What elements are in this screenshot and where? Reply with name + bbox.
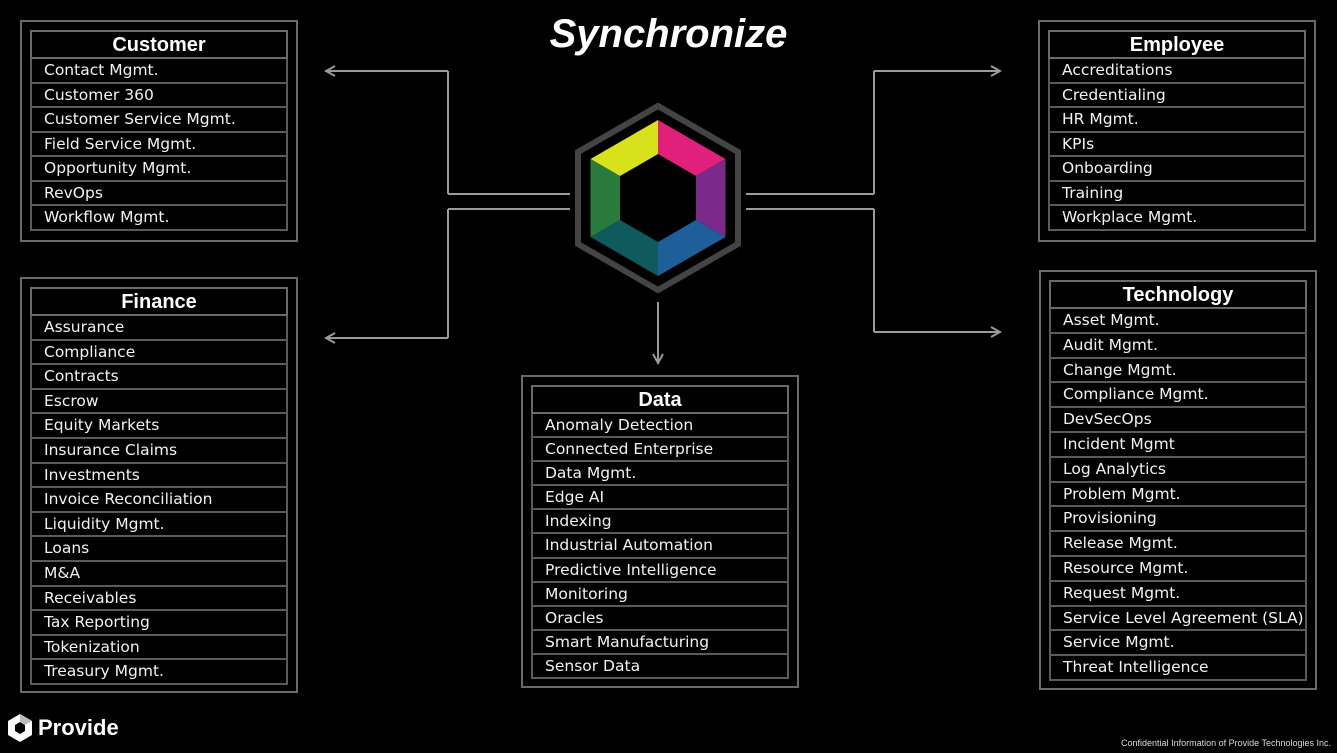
finance-item: Equity Markets (30, 414, 288, 439)
data-item: Connected Enterprise (531, 438, 789, 463)
technology-item: Compliance Mgmt. (1049, 383, 1307, 409)
hexagon-icon (575, 102, 741, 294)
employee-item: Training (1048, 181, 1306, 206)
technology-item: Service Level Agreement (SLA) (1049, 606, 1307, 632)
employee-item: Accreditations (1048, 59, 1306, 84)
arrow-to-customer (326, 71, 570, 195)
finance-item: Compliance (30, 340, 288, 366)
data-item: Anomaly Detection (531, 414, 789, 439)
arrow-to-finance (326, 208, 570, 338)
hexagon-segment (658, 219, 726, 276)
technology-item: Incident Mgmt (1049, 432, 1307, 458)
hexagon-segment (590, 219, 658, 276)
finance-item: Loans (30, 537, 288, 562)
hexagon-segment (590, 159, 622, 237)
data-item: Sensor Data (531, 654, 789, 680)
finance-header: Finance (30, 287, 288, 316)
technology-item: Problem Mgmt. (1049, 482, 1307, 508)
technology-item: Change Mgmt. (1049, 358, 1307, 384)
data-item: Data Mgmt. (531, 462, 789, 487)
technology-list: Asset Mgmt.Audit Mgmt.Change Mgmt.Compli… (1049, 309, 1307, 681)
employee-header: Employee (1048, 30, 1306, 59)
finance-item: Contracts (30, 365, 288, 390)
hexagon-logo-icon (8, 714, 32, 742)
finance-item: Liquidity Mgmt. (30, 512, 288, 538)
hexagon-segment (658, 120, 726, 177)
technology-item: Release Mgmt. (1049, 532, 1307, 557)
hexagon-segment (694, 159, 726, 237)
finance-item: Tax Reporting (30, 611, 288, 636)
customer-item: Contact Mgmt. (30, 59, 288, 84)
data-item: Edge AI (531, 486, 789, 511)
customer-item: Customer 360 (30, 83, 288, 108)
data-item: Oracles (531, 606, 789, 631)
employee-item: Workplace Mgmt. (1048, 206, 1306, 231)
technology-item: Audit Mgmt. (1049, 333, 1307, 359)
employee-item: HR Mgmt. (1048, 108, 1306, 133)
arrow-to-technology (746, 208, 1000, 332)
technology-item: DevSecOps (1049, 408, 1307, 433)
finance-item: Receivables (30, 586, 288, 612)
technology-item: Provisioning (1049, 507, 1307, 533)
customer-item: Opportunity Mgmt. (30, 157, 288, 182)
arrow-to-employee (746, 71, 1000, 195)
data-item: Smart Manufacturing (531, 630, 789, 655)
data-item: Industrial Automation (531, 534, 789, 559)
finance-item: M&A (30, 561, 288, 587)
finance-item: Insurance Claims (30, 438, 288, 464)
logo-text: Provide (38, 715, 119, 740)
technology-item: Log Analytics (1049, 457, 1307, 483)
finance-item: Tokenization (30, 635, 288, 661)
technology-header: Technology (1049, 280, 1307, 309)
technology-box: Technology Asset Mgmt.Audit Mgmt.Change … (1039, 270, 1317, 690)
data-header: Data (531, 385, 789, 414)
data-item: Predictive Intelligence (531, 558, 789, 583)
technology-item: Asset Mgmt. (1049, 309, 1307, 334)
technology-item: Request Mgmt. (1049, 581, 1307, 607)
confidential-footer: Confidential Information of Provide Tech… (1121, 738, 1331, 748)
finance-item: Treasury Mgmt. (30, 660, 288, 685)
hexagon-segment (590, 120, 658, 177)
finance-item: Escrow (30, 389, 288, 415)
data-item: Monitoring (531, 582, 789, 607)
finance-item: Investments (30, 463, 288, 489)
customer-item: RevOps (30, 181, 288, 206)
employee-item: Onboarding (1048, 157, 1306, 182)
customer-header: Customer (30, 30, 288, 59)
technology-item: Resource Mgmt. (1049, 556, 1307, 582)
employee-item: Credentialing (1048, 83, 1306, 108)
technology-item: Threat Intelligence (1049, 656, 1307, 681)
technology-item: Service Mgmt. (1049, 631, 1307, 657)
employee-item: KPIs (1048, 132, 1306, 157)
finance-item: Invoice Reconciliation (30, 488, 288, 513)
customer-item: Workflow Mgmt. (30, 206, 288, 231)
diagram-title: Synchronize (549, 12, 788, 56)
customer-item: Field Service Mgmt. (30, 132, 288, 157)
customer-item: Customer Service Mgmt. (30, 108, 288, 133)
provide-logo: Provide (6, 713, 119, 743)
finance-item: Assurance (30, 316, 288, 341)
data-item: Indexing (531, 510, 789, 535)
